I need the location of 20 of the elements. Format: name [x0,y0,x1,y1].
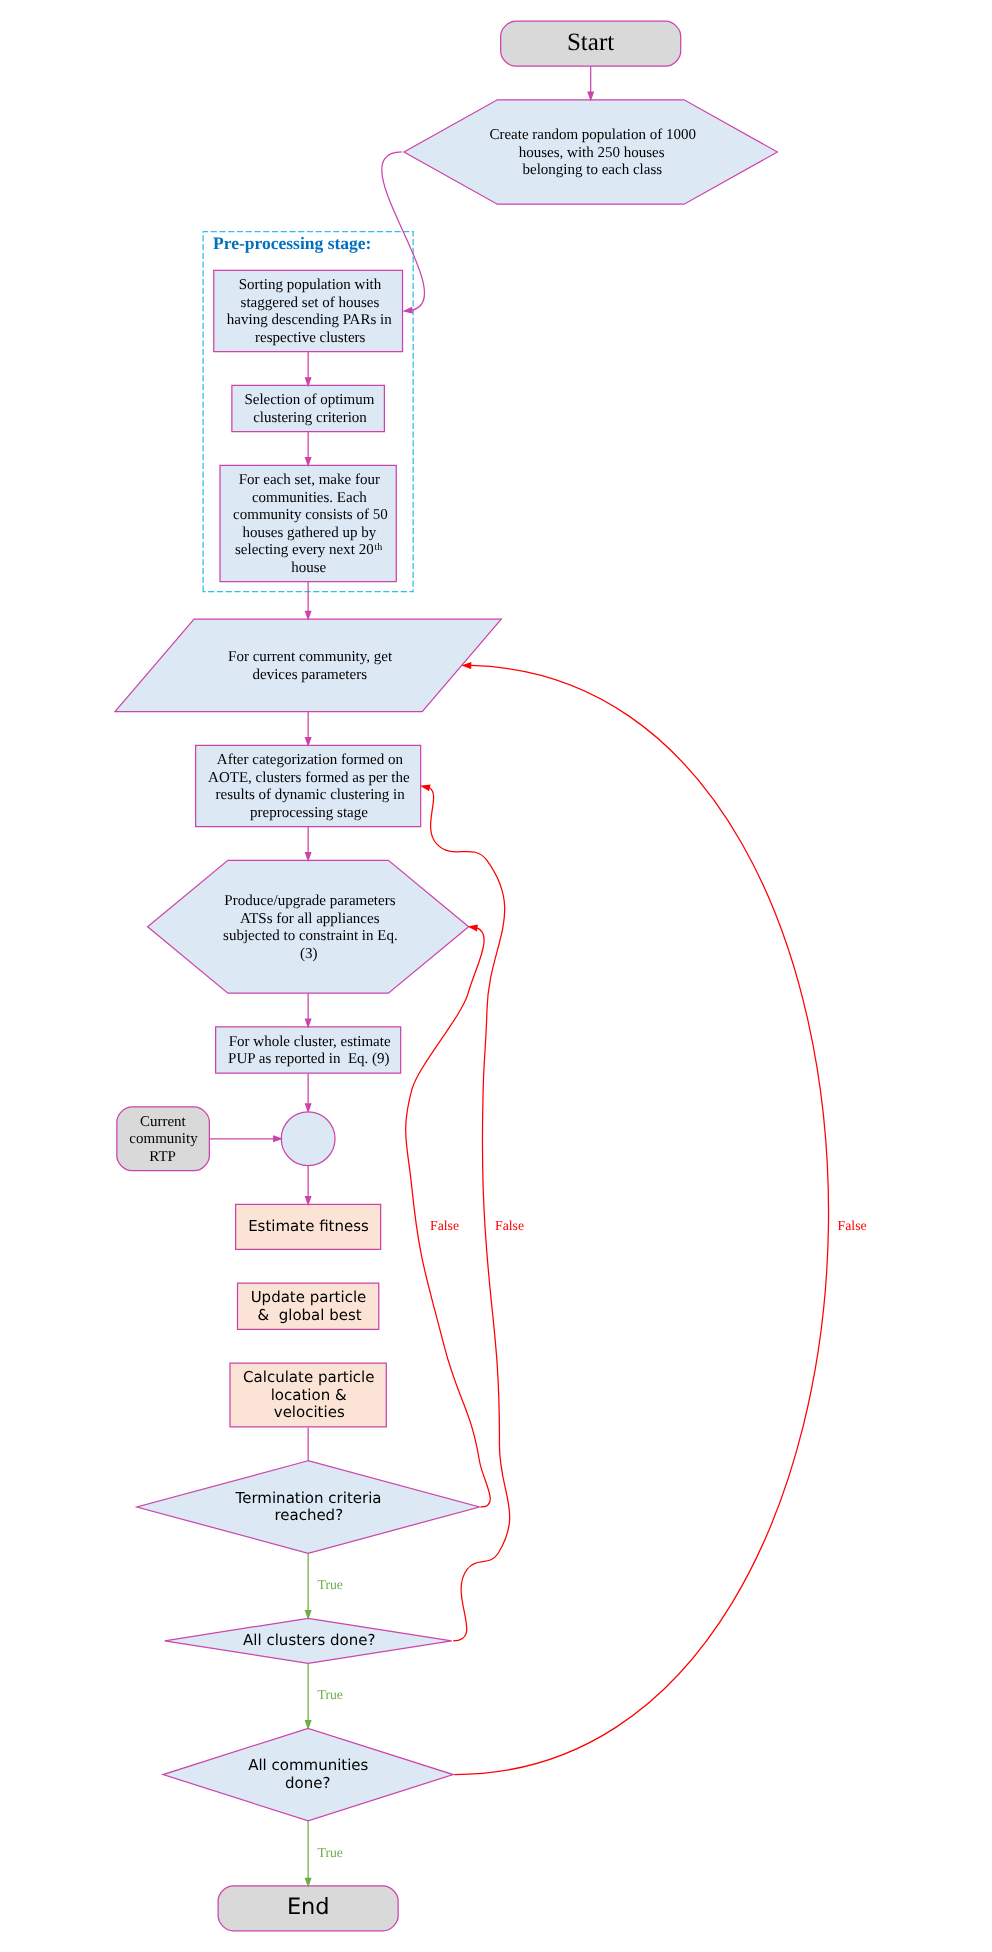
arrow [304,1663,312,1731]
arrow [304,711,312,748]
arrow [381,151,426,314]
arrow [587,65,595,102]
arrow [405,924,491,1508]
arrow [304,992,312,1029]
arrow [304,1165,312,1206]
node-box: End [217,1885,399,1932]
arrow [304,1820,312,1888]
arrow [208,1135,284,1143]
arrow [453,662,830,1776]
connector [307,1426,309,1462]
arrow [304,826,312,862]
node-box: Start [500,20,682,67]
arrow [304,431,312,467]
arrow [304,351,312,388]
node-circle [280,1111,336,1167]
arrow [304,1552,312,1621]
arrow [304,1072,312,1114]
arrow [304,581,312,621]
